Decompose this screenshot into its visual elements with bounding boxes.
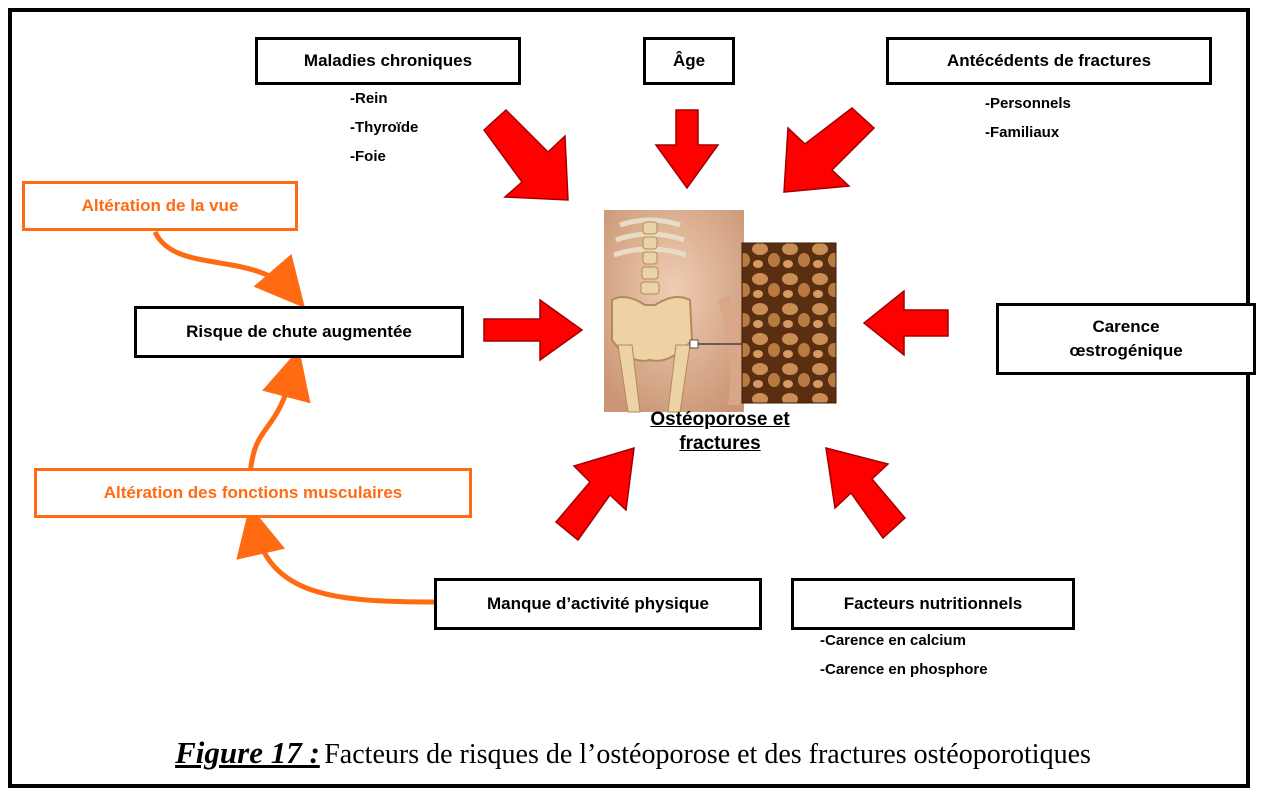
vue-label: Altération de la vue <box>81 196 239 215</box>
figure-label: Figure 17 : <box>175 735 320 770</box>
box-manque-activite: Manque d’activité physique <box>434 578 762 630</box>
spine <box>640 221 660 295</box>
arrow-activite-to-musculaires <box>236 505 436 605</box>
red-arrows <box>482 107 949 542</box>
figure-caption: Figure 17 : Facteurs de risques de l’ost… <box>0 735 1266 771</box>
maladies-label: Maladies chroniques <box>303 51 473 70</box>
box-facteurs-nutritionnels: Facteurs nutritionnels <box>791 578 1075 630</box>
activite-label: Manque d’activité physique <box>487 594 709 613</box>
list-item: Personnels <box>985 89 1071 118</box>
callout-marker <box>689 339 699 349</box>
box-risque-chute: Risque de chute augmentée <box>134 306 464 358</box>
center-illustration <box>604 210 837 413</box>
list-item: Carence en calcium <box>820 626 988 655</box>
orange-arrows <box>152 230 436 605</box>
arrow-activite <box>554 446 635 542</box>
list-item: Rein <box>350 84 418 113</box>
list-item: Familiaux <box>985 118 1071 147</box>
list-nutritionnels: Carence en calcium Carence en phosphore <box>820 626 988 684</box>
nutritionnels-label: Facteurs nutritionnels <box>843 594 1023 613</box>
list-antecedents: Personnels Familiaux <box>985 89 1071 147</box>
arrow-nutritionnels <box>825 446 907 540</box>
box-alteration-musculaires: Altération des fonctions musculaires <box>34 468 472 518</box>
arrow-carence <box>862 289 949 357</box>
box-maladies-chroniques: Maladies chroniques <box>255 37 521 85</box>
center-title-line1: Ostéoporose et <box>650 409 790 430</box>
center-title: Ostéoporose et fractures <box>610 408 830 456</box>
carence-line1: Carence <box>1092 317 1160 336</box>
arrow-age <box>654 109 720 190</box>
arrow-vue-to-chute <box>152 230 306 309</box>
box-carence-oestrogenique: Carence œstrogénique <box>996 303 1256 375</box>
carence-line2: œstrogénique <box>1069 341 1183 360</box>
chute-label: Risque de chute augmentée <box>186 322 412 341</box>
musculaires-label: Altération des fonctions musculaires <box>103 483 403 502</box>
list-item: Thyroïde <box>350 113 418 142</box>
box-antecedents: Antécédents de fractures <box>886 37 1212 85</box>
box-age: Âge <box>643 37 735 85</box>
left-femur <box>617 344 641 413</box>
list-item: Foie <box>350 142 418 171</box>
list-item: Carence en phosphore <box>820 655 988 684</box>
list-maladies: Rein Thyroïde Foie <box>350 84 418 171</box>
antecedents-label: Antécédents de fractures <box>946 51 1152 70</box>
age-label: Âge <box>672 51 706 70</box>
arrow-maladies <box>482 108 569 201</box>
figure-frame <box>8 8 1250 788</box>
box-alteration-vue: Altération de la vue <box>22 181 298 231</box>
center-title-line2: fractures <box>679 433 761 454</box>
right-femur <box>667 344 691 413</box>
figure-text: Facteurs de risques de l’ostéoporose et … <box>324 739 1091 770</box>
carence-label: Carence œstrogénique <box>1069 315 1182 363</box>
arrow-chute <box>483 298 584 362</box>
arrow-musculaires-to-chute <box>247 348 311 476</box>
spongy-bone-image <box>741 242 837 404</box>
arrow-antecedents <box>783 107 876 193</box>
arm <box>718 295 743 405</box>
